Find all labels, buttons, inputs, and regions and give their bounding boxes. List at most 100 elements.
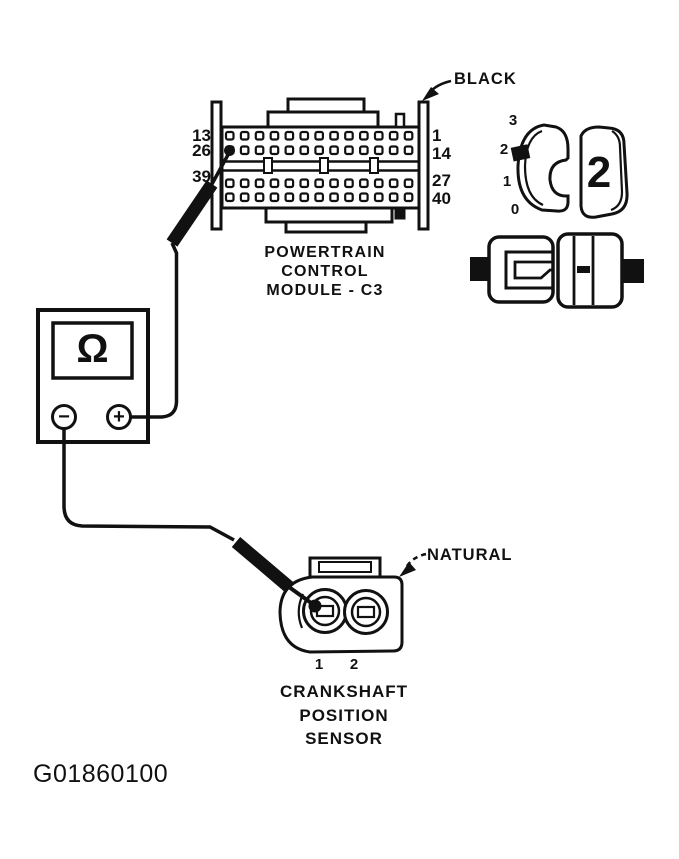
- pcm-pin: [314, 130, 324, 141]
- pcm-pin: [388, 145, 399, 156]
- pcm-connector-drawing: [210, 97, 430, 234]
- pcm-color-label: BLACK: [454, 70, 517, 88]
- pcm-bottom-tab-small: [284, 220, 368, 234]
- terminal-gauge-drawing: [510, 123, 629, 219]
- pcm-caption-line2: CONTROL: [281, 263, 369, 280]
- adapter-latch-mark: [577, 266, 590, 273]
- adapter-left-stub: [470, 257, 489, 281]
- pcm-pin-label-1: 1: [432, 126, 442, 145]
- pcm-pin: [314, 178, 324, 189]
- adapter-female-body: [487, 235, 555, 304]
- meter-positive-sign: +: [113, 405, 125, 428]
- pcm-pin: [239, 178, 250, 189]
- natural-callout-arrow: [399, 552, 427, 577]
- pcm-top-tab-large: [266, 110, 380, 129]
- arrowhead: [399, 562, 416, 577]
- pcm-pin: [254, 130, 265, 141]
- pcm-pin-label-14: 14: [432, 144, 451, 163]
- pcm-pin: [344, 178, 354, 189]
- adapter-right-stub: [622, 259, 644, 283]
- pcm-divider-notch: [369, 157, 379, 174]
- pcm-pin: [403, 192, 414, 203]
- probed-terminal-1: [308, 599, 322, 613]
- positive-probe-body: [166, 180, 218, 247]
- pcm-pin: [403, 145, 414, 156]
- pcm-pin: [403, 178, 414, 189]
- cps-terminal-2-slot: [356, 605, 376, 619]
- pcm-pin: [329, 145, 339, 156]
- pcm-pin: [314, 192, 324, 203]
- cps-terminal-label-1: 1: [314, 656, 324, 673]
- pcm-pin-label-13: 13: [192, 126, 211, 145]
- gauge-scale-2: 2: [499, 141, 509, 158]
- negative-probe-body: [231, 537, 294, 592]
- pcm-pin-label-39: 39: [192, 167, 211, 186]
- adapter-tongue: [513, 260, 553, 280]
- adapter-slot: [504, 250, 553, 290]
- negative-test-lead: [62, 428, 322, 613]
- pcm-pin-grid: [224, 130, 414, 203]
- gauge-size-number: 2: [586, 148, 612, 197]
- pcm-top-tab-small: [286, 97, 366, 114]
- pcm-pin-label-27: 27: [432, 171, 451, 190]
- cps-terminal-label-2: 2: [349, 656, 359, 673]
- pcm-key-tab-top: [394, 112, 406, 129]
- pcm-left-flange: [210, 100, 223, 231]
- pcm-pin: [284, 130, 295, 141]
- pcm-pin: [329, 192, 339, 203]
- pcm-pin: [284, 192, 295, 203]
- cps-connector-drawing: [278, 556, 404, 654]
- pcm-key-tab-bottom: [394, 207, 406, 220]
- pcm-pin: [299, 192, 310, 203]
- cps-caption-line1: CRANKSHAFT: [279, 682, 409, 701]
- positive-probe-tip: [210, 152, 231, 185]
- pcm-pin: [299, 178, 310, 189]
- pcm-divider-notch: [319, 157, 329, 174]
- pcm-pin: [388, 178, 399, 189]
- pcm-caption-line3: MODULE - C3: [266, 282, 384, 299]
- pcm-pin: [284, 178, 295, 189]
- pcm-pin: [373, 130, 384, 141]
- pcm-pin: [344, 130, 354, 141]
- gauge-pointer-mark: [510, 144, 531, 162]
- pcm-pin: [239, 192, 250, 203]
- arrowhead: [422, 87, 439, 101]
- pcm-pin: [359, 192, 369, 203]
- pcm-pin: [373, 178, 384, 189]
- pcm-pin: [344, 145, 354, 156]
- cps-caption-line3: SENSOR: [305, 729, 383, 748]
- pcm-pin: [239, 130, 250, 141]
- meter-display-ohms: Ω: [76, 327, 109, 371]
- pcm-pin: [269, 145, 280, 156]
- pcm-pin: [388, 192, 399, 203]
- pcm-pin: [329, 130, 339, 141]
- pcm-caption: POWERTRAIN CONTROL MODULE - C3: [240, 243, 410, 300]
- pcm-pin: [373, 192, 384, 203]
- pcm-pin: [359, 145, 369, 156]
- pcm-pin-label-40: 40: [432, 189, 451, 208]
- pcm-pin: [269, 178, 280, 189]
- pcm-pin: [284, 145, 295, 156]
- negative-probe-tip: [287, 585, 316, 607]
- meter-positive-jack: [106, 404, 132, 430]
- meter-display: [51, 321, 134, 380]
- gauge-size-block: [579, 125, 629, 219]
- pcm-pin: [269, 192, 280, 203]
- cps-latch-tab-inner: [318, 561, 372, 573]
- pcm-pin: [388, 130, 399, 141]
- pcm-bottom-tab-large: [264, 206, 394, 224]
- pcm-pin: [344, 192, 354, 203]
- pcm-pin: [329, 178, 339, 189]
- gauge-scale-3: 3: [508, 112, 518, 129]
- pcm-pin: [224, 178, 235, 189]
- pcm-pin: [314, 145, 324, 156]
- terminal-adapter-drawing: [470, 232, 644, 309]
- pcm-pin: [359, 130, 369, 141]
- pcm-pin: [224, 192, 235, 203]
- cps-caption-line2: POSITION: [299, 705, 389, 725]
- probed-pin-26: [224, 145, 235, 156]
- figure-id: G01860100: [33, 760, 169, 788]
- pcm-pin: [269, 130, 280, 141]
- black-callout-arrow: [422, 79, 452, 101]
